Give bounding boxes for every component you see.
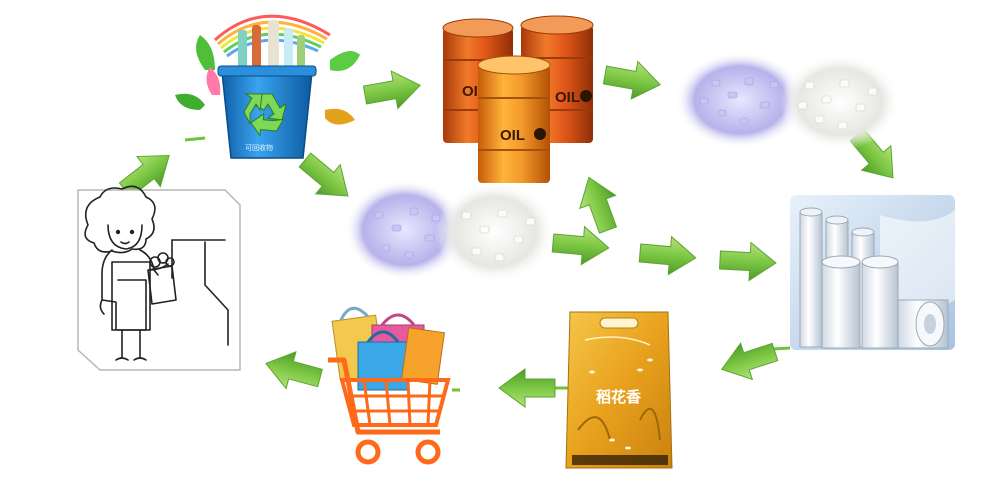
woman-sketch-icon — [77, 185, 241, 371]
oil-label-3: OIL — [500, 127, 525, 144]
plastic-pellets-top-icon — [675, 52, 900, 150]
arrow-bin-to-oil — [361, 66, 424, 115]
arrow-film-to-bag — [715, 333, 782, 388]
rice-bag-title: 稻花香 — [596, 388, 641, 406]
recycle-bin-icon: 可回收物 — [175, 14, 360, 159]
bin-label: 可回收物 — [245, 143, 273, 152]
film-rolls-icon — [790, 195, 955, 350]
arrow-oil-to-pellets — [601, 55, 664, 104]
shopping-cart-icon — [328, 306, 451, 465]
oil-barrel-front: OIL — [477, 55, 551, 183]
oil-barrels-icon: OIL OIL OIL — [442, 15, 594, 183]
plastic-pellets-middle-icon — [345, 180, 555, 282]
arrow-bag-to-cart — [498, 368, 556, 408]
arrow-pellets-to-film-3 — [718, 240, 778, 283]
arrow-pellets-to-film-2 — [637, 233, 698, 278]
arrow-cart-to-consumer — [260, 344, 326, 397]
arrow-pellets-to-oil — [570, 170, 627, 237]
oil-label-2: OIL — [555, 89, 580, 106]
rice-bag-icon: 稻花香 — [565, 311, 673, 469]
